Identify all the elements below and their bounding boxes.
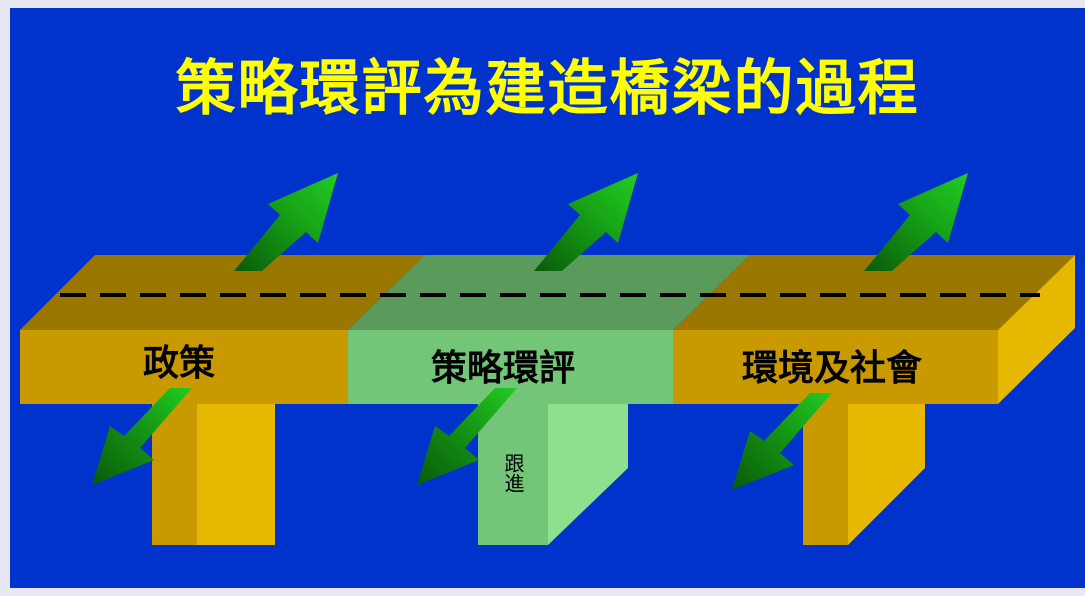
bridge-diagram: [20, 173, 1075, 545]
pillar-right: [803, 393, 925, 545]
slide: 策略環評為建造橋梁的過程: [10, 8, 1085, 588]
arrow-down-left: [92, 388, 192, 485]
arrow-down-right: [732, 393, 832, 490]
segment-label-env-society: 環境及社會: [742, 348, 923, 389]
pillar-label-followup: 跟進: [501, 453, 525, 493]
deck-top-middle: [348, 255, 750, 330]
deck-end-face: [998, 255, 1075, 404]
segment-label-sea: 策略環評: [431, 348, 576, 389]
arrow-up-middle: [534, 173, 638, 271]
pillar-left: [152, 393, 275, 545]
deck-front-right: [673, 330, 998, 404]
deck-top-right: [673, 255, 1075, 330]
deck-top-left: [20, 255, 425, 330]
arrow-down-middle: [417, 388, 517, 485]
slide-title: 策略環評為建造橋梁的過程: [175, 54, 920, 124]
arrow-up-right: [864, 173, 968, 271]
segment-label-policy: 政策: [143, 343, 216, 384]
arrow-up-left: [234, 173, 338, 271]
